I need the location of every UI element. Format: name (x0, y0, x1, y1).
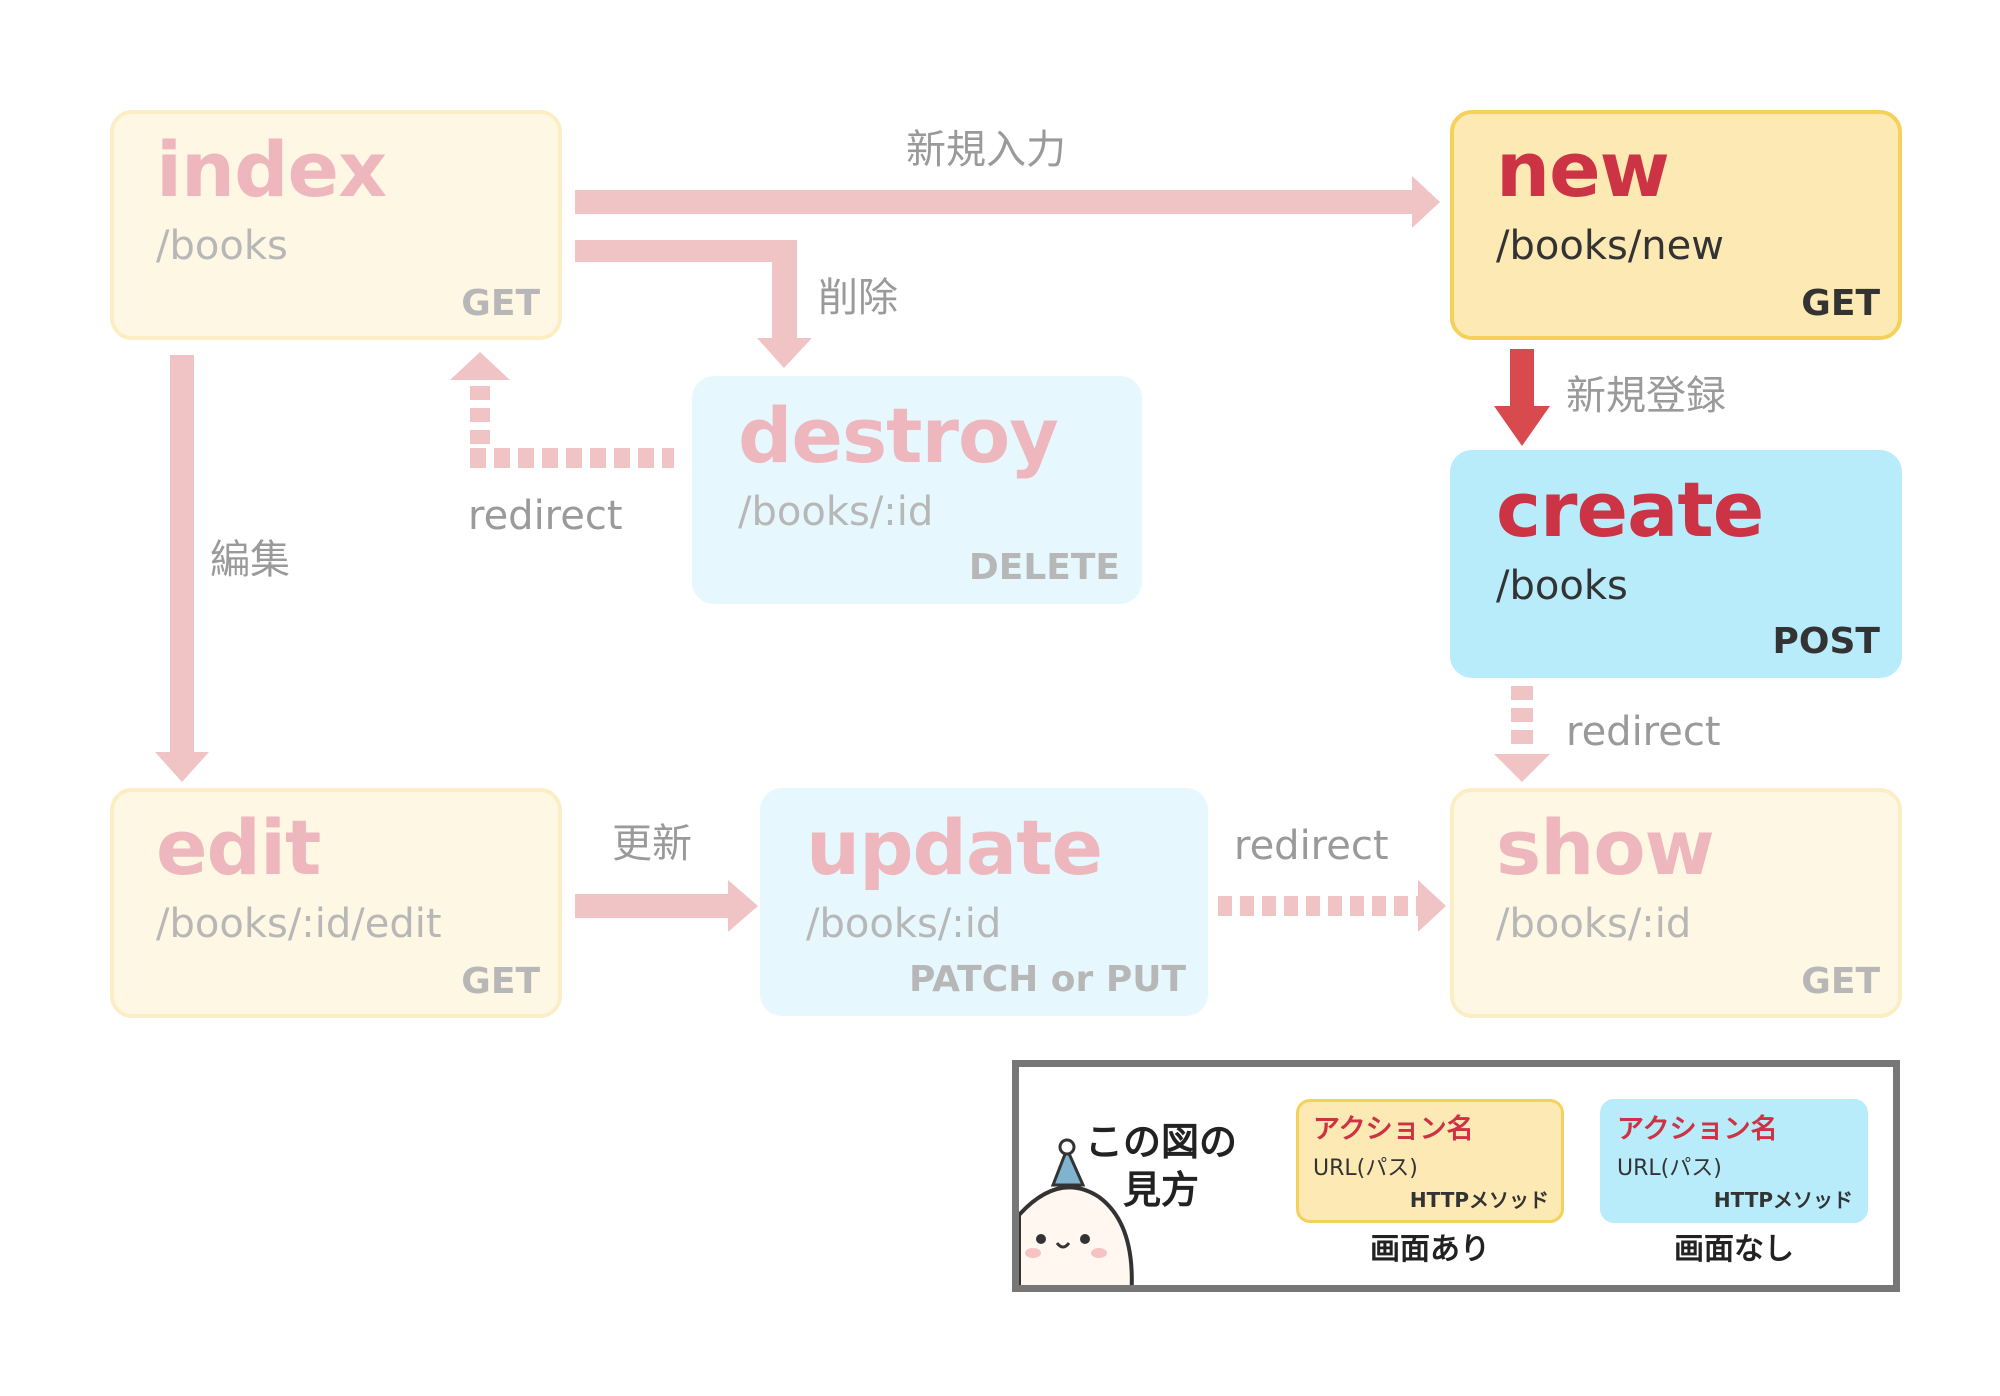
node-edit: edit /books/:id/edit GET (110, 788, 562, 1018)
http-method: POST (1772, 621, 1880, 662)
action-name: update (806, 803, 1103, 892)
mascot-icon (1019, 1138, 1134, 1285)
action-name: create (1496, 465, 1764, 554)
edge-label-index-to-destroy: 削除 (818, 275, 898, 321)
http-method: GET (1801, 961, 1880, 1002)
legend-action-name: アクション名 (1313, 1114, 1474, 1145)
action-url: /books/new (1496, 223, 1724, 269)
action-url: /books (1496, 563, 1628, 609)
legend-method: HTTPメソッド (1713, 1188, 1853, 1212)
arrow-index-to-destroy (575, 240, 812, 368)
legend-screen-caption: 画面あり (1370, 1232, 1490, 1267)
arrow-create-to-show (1494, 686, 1550, 782)
node-destroy: destroy /books/:id DELETE (692, 376, 1142, 604)
node-index: index /books GET (110, 110, 562, 340)
action-name: new (1496, 125, 1670, 214)
arrow-new-to-create (1494, 349, 1550, 446)
action-name: edit (156, 803, 321, 892)
edge-label-create-to-show: redirect (1566, 709, 1721, 755)
edge-label-index-to-edit: 編集 (210, 537, 290, 583)
action-url: /books/:id (806, 901, 1002, 947)
legend-noscreen-box: アクション名 URL(パス) HTTPメソッド (1600, 1099, 1868, 1223)
action-name: show (1496, 803, 1715, 892)
legend-panel: この図の見方 アクション名 URL(パス) HTTPメソッド 画面あり アクショ… (1012, 1060, 1900, 1292)
arrow-index-to-new (575, 176, 1440, 228)
edge-label-update-to-show: redirect (1234, 823, 1389, 869)
legend-method: HTTPメソッド (1409, 1188, 1549, 1212)
legend-title: この図の見方 (1084, 1120, 1237, 1212)
http-method: GET (461, 961, 540, 1002)
arrow-destroy-to-index (450, 352, 674, 468)
action-url: /books/:id (738, 489, 934, 535)
http-method: DELETE (968, 547, 1120, 588)
action-name: destroy (738, 391, 1059, 480)
legend-noscreen-caption: 画面なし (1674, 1232, 1794, 1267)
node-update: update /books/:id PATCH or PUT (760, 788, 1208, 1016)
http-method: GET (461, 283, 540, 324)
action-url: /books/:id/edit (156, 901, 442, 947)
legend-url: URL(パス) (1617, 1156, 1722, 1181)
action-url: /books (156, 223, 288, 269)
node-new: new /books/new GET (1450, 110, 1902, 340)
edge-label-destroy-to-index: redirect (468, 493, 623, 539)
arrow-update-to-show (1218, 880, 1446, 932)
edge-label-new-to-create: 新規登録 (1566, 373, 1726, 419)
action-name: index (156, 125, 387, 214)
node-show: show /books/:id GET (1450, 788, 1902, 1018)
node-create: create /books POST (1450, 450, 1902, 678)
legend-screen-box: アクション名 URL(パス) HTTPメソッド (1296, 1099, 1564, 1223)
legend-action-name: アクション名 (1617, 1114, 1778, 1145)
arrow-index-to-edit (155, 355, 209, 782)
http-method: GET (1801, 283, 1880, 324)
arrow-edit-to-update (575, 880, 758, 932)
http-method: PATCH or PUT (909, 959, 1186, 1000)
edge-label-edit-to-update: 更新 (612, 821, 692, 867)
action-url: /books/:id (1496, 901, 1692, 947)
legend-url: URL(パス) (1313, 1156, 1418, 1181)
edge-label-index-to-new: 新規入力 (906, 127, 1066, 173)
